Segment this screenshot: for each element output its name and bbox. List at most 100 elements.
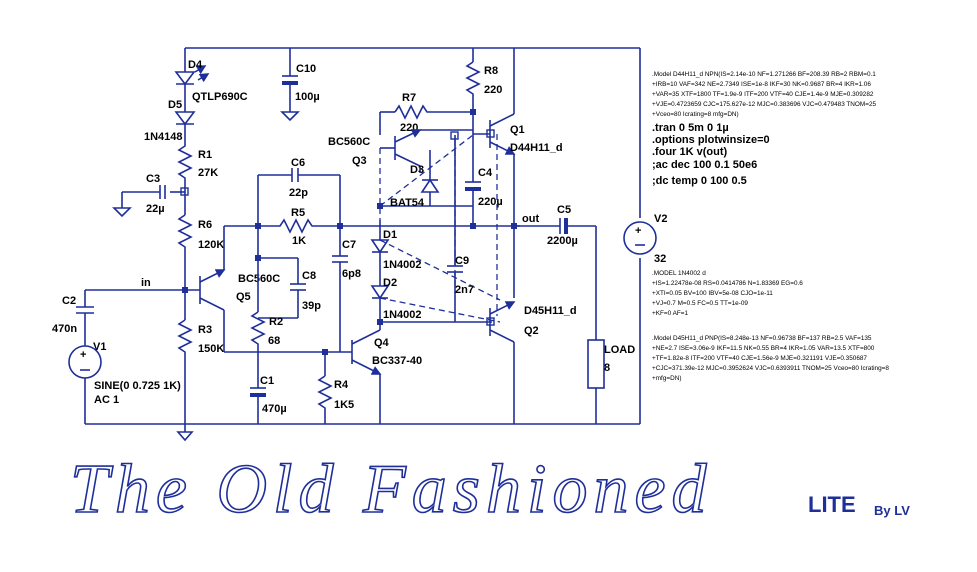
c8-ref: C8 (302, 270, 316, 282)
capacitor-c5 (559, 218, 597, 340)
d4-value: QTLP690C (192, 91, 248, 103)
c3-value: 22µ (146, 203, 165, 215)
bias-link (379, 134, 501, 323)
circuit-title: The Old Fashioned (70, 451, 713, 528)
r6-ref: R6 (198, 219, 212, 231)
npn-model-line: +VJE=0.4723659 CJC=175.627e-12 MJC=0.383… (652, 101, 877, 108)
r2-ref: R2 (269, 316, 283, 328)
c7-ref: C7 (342, 239, 356, 251)
r4-ref: R4 (334, 379, 349, 391)
q5-ref: Q5 (236, 291, 251, 303)
capacitor-c1 (250, 372, 266, 424)
d4-ref: D4 (188, 59, 203, 71)
r2-value: 68 (268, 335, 280, 347)
c5-ref: C5 (557, 204, 571, 216)
author-label: By LV (874, 503, 910, 518)
d2-value: 1N4002 (383, 309, 422, 321)
v1-plus: + (80, 349, 86, 361)
resistor-r3 (177, 290, 193, 424)
r3-ref: R3 (198, 324, 212, 336)
q1-ref: Q1 (510, 124, 525, 136)
c8-value: 39p (302, 300, 321, 312)
diode-model-line: .MODEL 1N4002 d (652, 270, 706, 277)
net-out-label: out (522, 213, 539, 225)
transistor-q5 (199, 225, 352, 353)
r1-ref: R1 (198, 149, 212, 161)
directive-line: .options plotwinsize=0 (652, 134, 770, 146)
capacitor-c4 (465, 112, 481, 229)
diode-d5 (174, 84, 196, 140)
q2-ref: Q2 (524, 325, 539, 337)
c5-value: 2200µ (547, 235, 578, 247)
source-v2: + (623, 221, 657, 255)
capacitor-c9 (447, 131, 463, 322)
npn-model: .Model D44H11_d NPN(IS=2.14e-10 NF=1.271… (652, 71, 877, 118)
c9-value: 2n7 (455, 284, 474, 296)
edition-label: LITE (808, 492, 856, 517)
q3-value: BC560C (328, 136, 370, 148)
pnp-model: .Model D45H11_d PNP(IS=8.248e-13 NF=0.96… (652, 335, 889, 382)
transistor-q4 (351, 329, 382, 424)
c3-ref: C3 (146, 173, 160, 185)
resistor-r8 (465, 48, 481, 115)
net-out (511, 223, 560, 229)
v2-plus: + (635, 225, 641, 237)
d3-ref: D3 (410, 164, 424, 176)
d1-value: 1N4002 (383, 259, 422, 271)
load-ref: LOAD (604, 344, 635, 356)
r5-ref: R5 (291, 207, 305, 219)
c6-value: 22p (289, 187, 308, 199)
r5-value: 1K (292, 235, 306, 247)
c9-ref: C9 (455, 255, 469, 267)
resistor-r2 (250, 226, 266, 372)
c2-value: 470n (52, 323, 77, 335)
q4-value: BC337-40 (372, 355, 422, 367)
capacitor-c10 (280, 48, 300, 122)
r1-value: 27K (198, 167, 218, 179)
resistor-r4 (317, 352, 333, 424)
diode-d3 (377, 150, 473, 209)
c10-value: 100µ (295, 91, 320, 103)
diode-model: .MODEL 1N4002 d +IS=1.22478e-08 RS=0.041… (652, 270, 803, 317)
ground-rail (85, 423, 640, 442)
pnp-model-line: .Model D45H11_d PNP(IS=8.248e-13 NF=0.96… (652, 335, 872, 342)
d2-ref: D2 (383, 277, 397, 289)
npn-model-line: +VAR=35 XTF=1800 TF=1.9e-9 ITF=200 VTF=4… (652, 91, 874, 98)
q4-ref: Q4 (374, 337, 390, 349)
directive-line: ;ac dec 100 0.1 50e6 (652, 159, 757, 171)
v2-ref: V2 (654, 213, 667, 225)
npn-model-line: .Model D44H11_d NPN(IS=2.14e-10 NF=1.271… (652, 71, 876, 78)
c1-ref: C1 (260, 375, 274, 387)
diode-model-line: +VJ=0.7 M=0.5 FC=0.5 TT=1e-09 (652, 300, 748, 307)
c1-value: 470µ (262, 403, 287, 415)
c6-ref: C6 (291, 157, 305, 169)
capacitor-c8 (258, 257, 306, 319)
d3-value: BAT54 (390, 197, 425, 209)
supply-rail (185, 47, 641, 424)
net-in-label: in (141, 277, 151, 289)
c4-value: 220µ (478, 196, 503, 208)
r4-value: 1K5 (334, 399, 354, 411)
v2-value: 32 (654, 253, 666, 265)
diode-model-line: +XTI=0.05 BV=100 IBV=5e-08 CJO=1e-11 (652, 290, 773, 297)
q1-value: D44H11_d (510, 142, 563, 154)
d1-ref: D1 (383, 229, 397, 241)
v1-value: SINE(0 0.725 1K) (94, 380, 181, 392)
d5-value: 1N4148 (144, 131, 183, 143)
q2-value: D45H11_d (524, 305, 577, 317)
r8-value: 220 (484, 84, 502, 96)
q5-value: BC560C (238, 273, 280, 285)
diode-model-line: +KF=0 AF=1 (652, 310, 689, 317)
directive-line: .four 1K v(out) (652, 146, 727, 158)
resistor-r7 (379, 104, 473, 135)
resistor-r6 (177, 190, 193, 290)
pnp-model-line: +CJC=371.39e-12 MJC=0.3952624 VJC=0.6393… (652, 365, 889, 372)
source-v1: + (68, 345, 102, 424)
c4-ref: C4 (478, 167, 493, 179)
diode-d2 (370, 285, 390, 330)
npn-model-line: +IRB=10 VAF=342 NE=2.7349 ISE=1e-8 IKF=3… (652, 81, 871, 88)
r7-ref: R7 (402, 92, 416, 104)
c10-ref: C10 (296, 63, 316, 75)
